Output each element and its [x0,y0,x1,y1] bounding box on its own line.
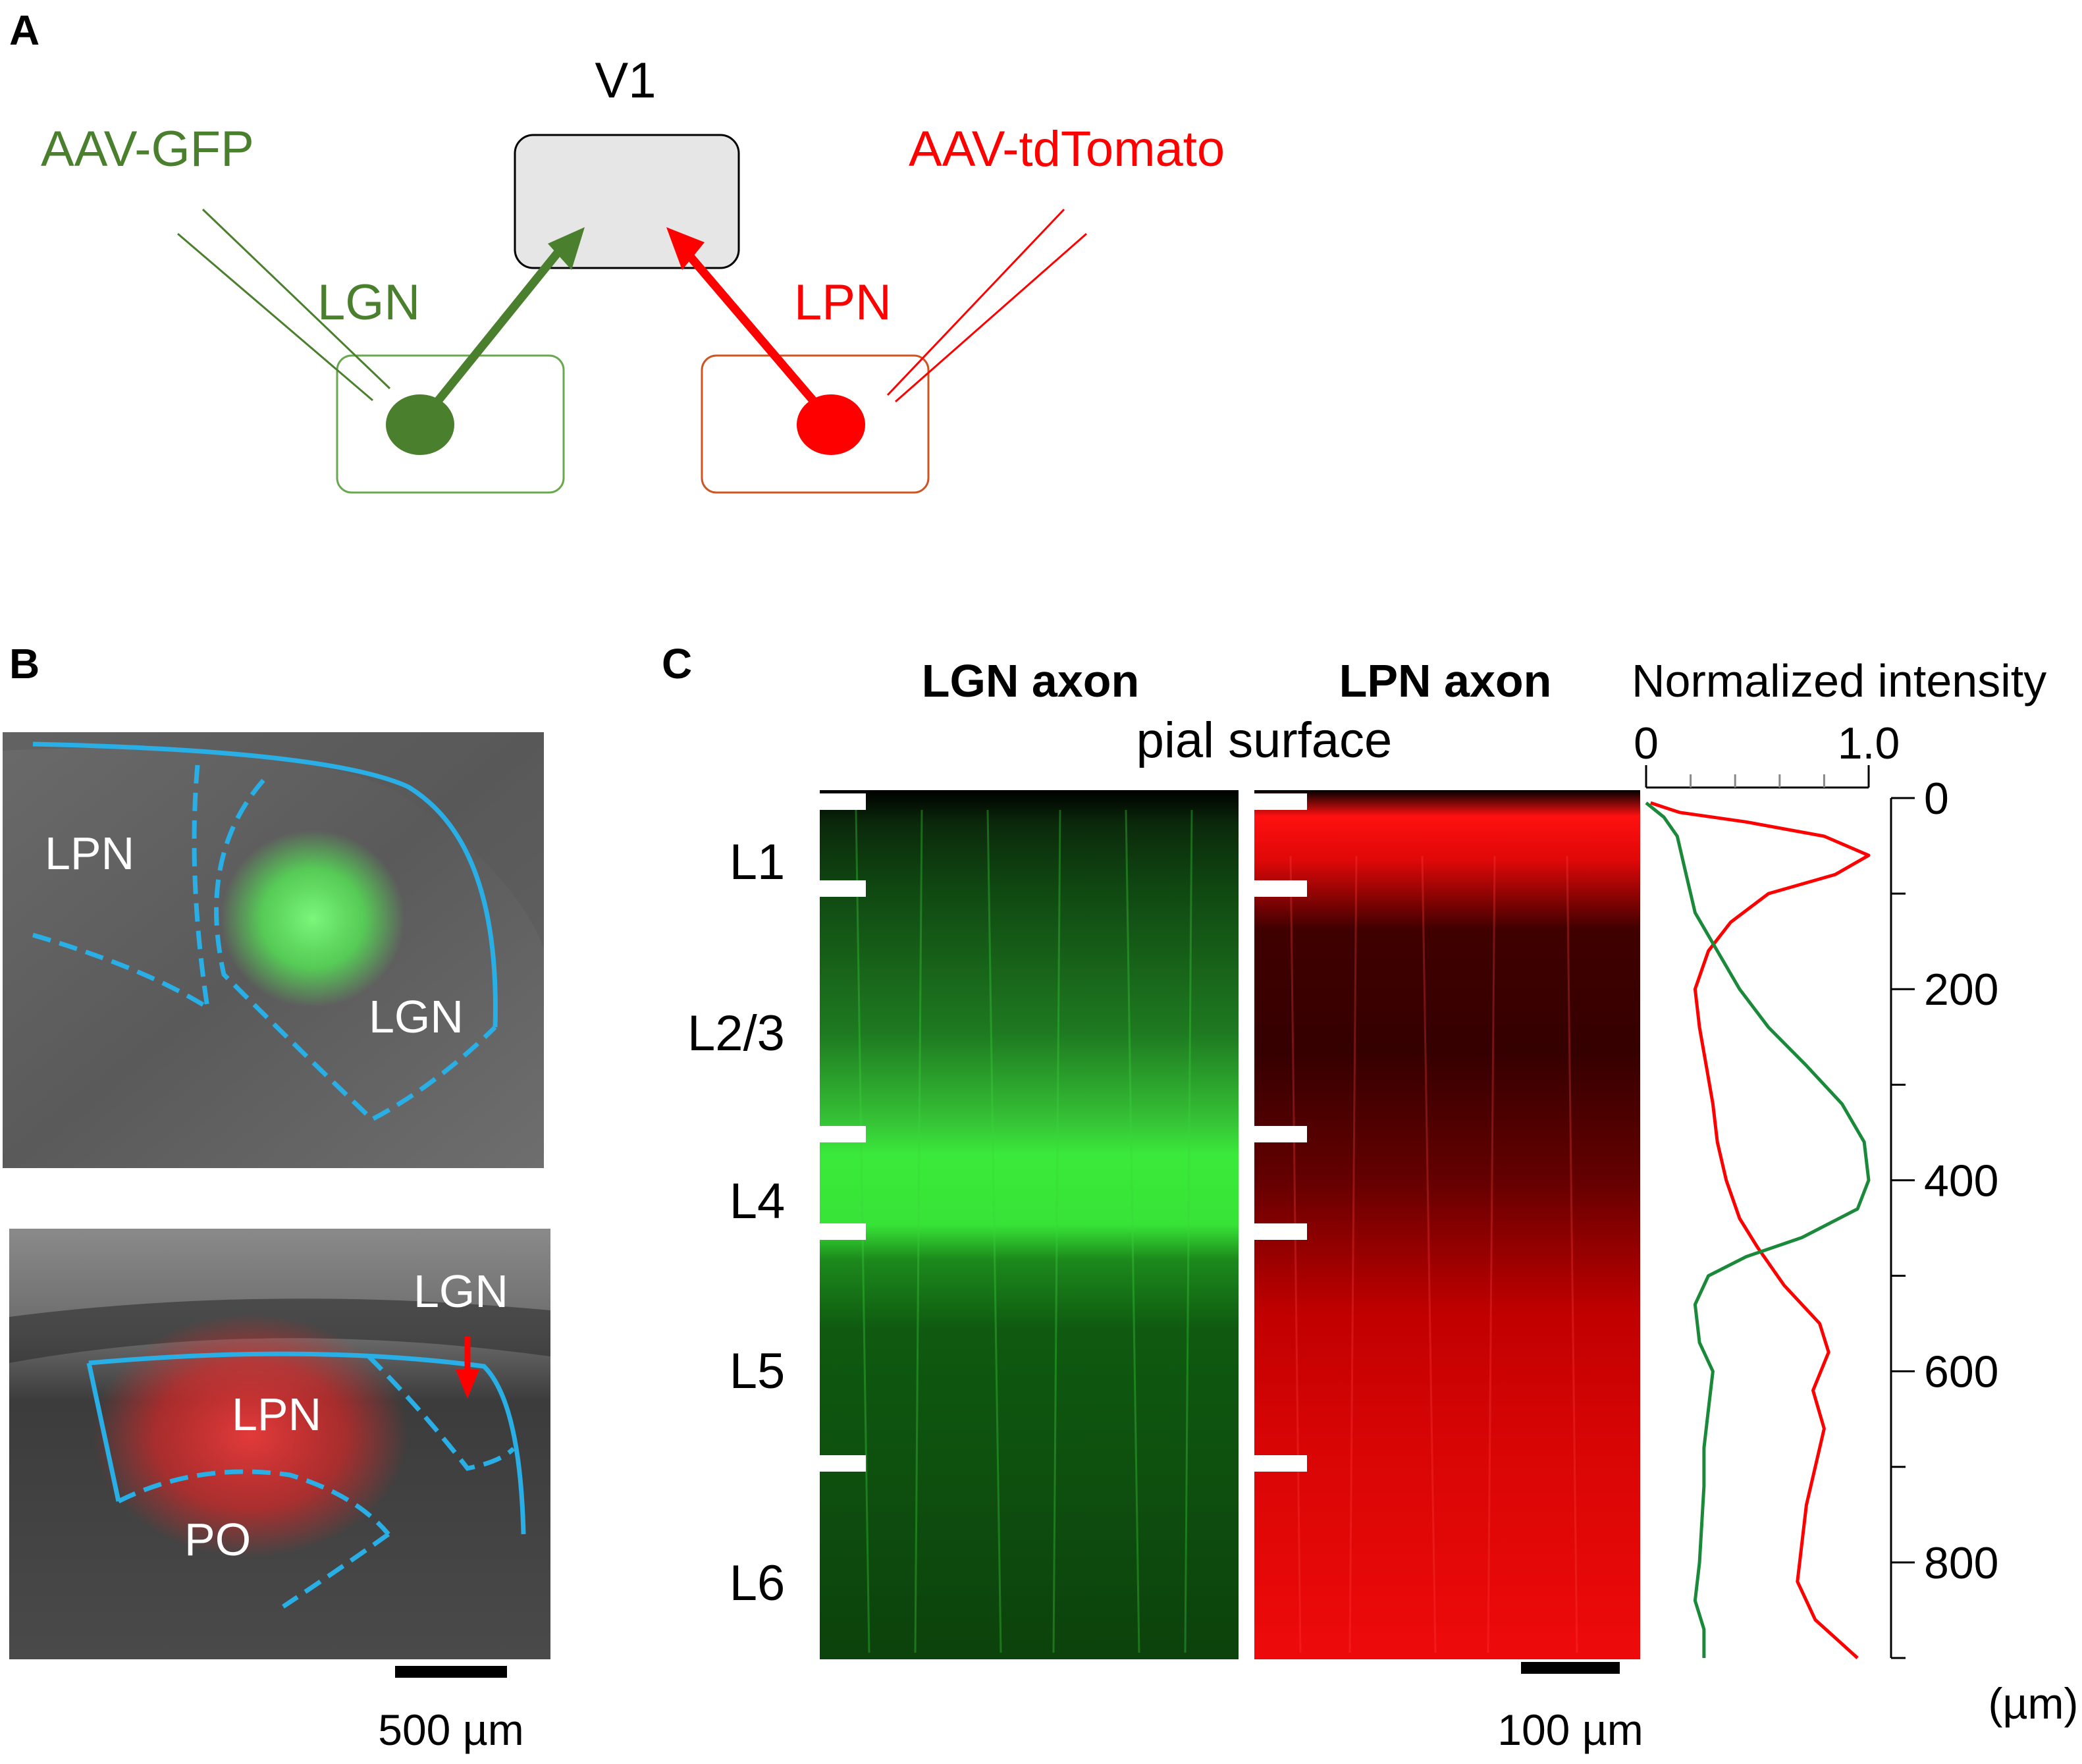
lgn-arrow-head [456,1370,479,1399]
tdtomato-injection-site [92,1314,408,1557]
lpn-axon-title: LPN axon [1339,655,1552,707]
panel-a-diagram: V1 AAV-GFP AAV-tdTomato LGN LPN [41,53,1225,494]
y-tick-label: 200 [1924,965,1998,1015]
layer-label-l23: L2/3 [687,1005,785,1061]
bottom-left-boundary [86,1362,121,1502]
lpn-terminal [666,227,705,270]
v1-label: V1 [595,53,656,109]
lgn-fiber [914,809,923,1653]
y-tick-label: 800 [1924,1538,1998,1588]
boundary-tick-green [820,1223,866,1240]
lpn-axon [680,246,836,426]
pial-surface-label: pial surface [1136,712,1393,768]
lgn-box [336,354,565,494]
top-lgn-label: LGN [369,991,464,1042]
intensity-chart: 0 1.0 0 200 400 600 800 [1634,718,1998,1659]
lgn-fiber [986,809,1002,1653]
bottom-po-boundary [117,1469,390,1536]
gfp-pipette-line-1 [201,208,391,390]
plot-title: Normalized intensity [1632,655,2046,707]
lgn-label-a: LGN [317,275,420,331]
bottom-outer-boundary [88,1351,526,1535]
panel-b-letter: B [9,640,40,687]
top-lgn-boundary [214,778,497,1123]
panel-a-letter: A [9,7,40,54]
boundary-tick-green [820,880,866,897]
lgn-axon [417,246,564,426]
y-tick-label: 0 [1924,774,1949,824]
scale-bar-c [1521,1662,1620,1674]
lpn-fiber [1487,855,1496,1653]
layer-label-l6: L6 [730,1555,786,1611]
lpn-fiber [1566,855,1578,1653]
lpn-fiber [1421,855,1437,1653]
gfp-pipette-line-2 [177,232,373,402]
panel-b-top-image: LPN LGN [3,732,544,1168]
top-lower-boundary [32,932,209,1009]
lgn-fiber [1052,809,1061,1653]
bottom-po-lower-boundary [282,1532,390,1609]
tdtomato-pipette-line-1 [886,208,1065,396]
top-lpn-label: LPN [45,828,134,879]
lgn-soma [386,394,454,455]
unit-label: (µm) [1989,1679,2079,1728]
lpn-axon-texture [1289,855,1578,1653]
v1-box [514,134,740,269]
lpn-fiber [1289,855,1302,1653]
tdtomato-label: AAV-tdTomato [909,121,1225,177]
lgn-fiber [1125,809,1140,1653]
y-tick-label: 400 [1924,1156,1998,1206]
bottom-lgn-boundary [367,1354,516,1471]
panel-c-letter: C [662,640,692,687]
boundary-tick-red [1254,1223,1307,1240]
boundary-tick-green [820,793,866,810]
top-outer-boundary [32,741,498,1028]
lgn-intensity-line [1645,801,1871,1658]
lgn-terminal [548,227,585,270]
lgn-axon-image [820,790,1239,1659]
boundary-tick-red [1254,1455,1307,1472]
gfp-injection-site [221,830,405,1007]
scale-label-b: 500 µm [378,1705,523,1754]
boundary-tick-green [820,1126,866,1142]
bottom-lpn-label: LPN [232,1389,321,1440]
bottom-lgn-label: LGN [414,1266,508,1317]
boundary-tick-red [1254,1126,1307,1142]
boundary-tick-red [1254,880,1307,897]
lpn-axon-image [1254,790,1640,1659]
boundary-tick-red [1254,793,1307,810]
gfp-label: AAV-GFP [41,121,254,177]
y-tick-label: 600 [1924,1347,1998,1397]
top-lpn-boundary [192,764,210,1008]
lpn-box [701,354,930,494]
layer-label-l5: L5 [730,1343,786,1399]
lpn-fiber [1348,855,1358,1653]
x-tick-label: 1.0 [1838,718,1900,768]
lgn-axon-title: LGN axon [922,655,1140,707]
lpn-intensity-line [1650,801,1871,1659]
tdtomato-pipette-line-2 [895,232,1087,403]
lpn-soma [797,394,865,455]
scale-bar-b [395,1666,507,1678]
bottom-po-label: PO [184,1514,251,1565]
boundary-tick-green [820,1455,866,1472]
scale-label-c: 100 µm [1497,1705,1643,1754]
panel-b-bottom-image: LGN LPN PO [9,1229,550,1659]
x-tick-label: 0 [1634,718,1659,768]
lpn-label-a: LPN [794,275,892,331]
lgn-fiber [1184,809,1193,1653]
layer-boundary-ticks [820,793,1307,1472]
layer-label-l4: L4 [730,1173,786,1229]
layer-label-l1: L1 [730,834,786,890]
